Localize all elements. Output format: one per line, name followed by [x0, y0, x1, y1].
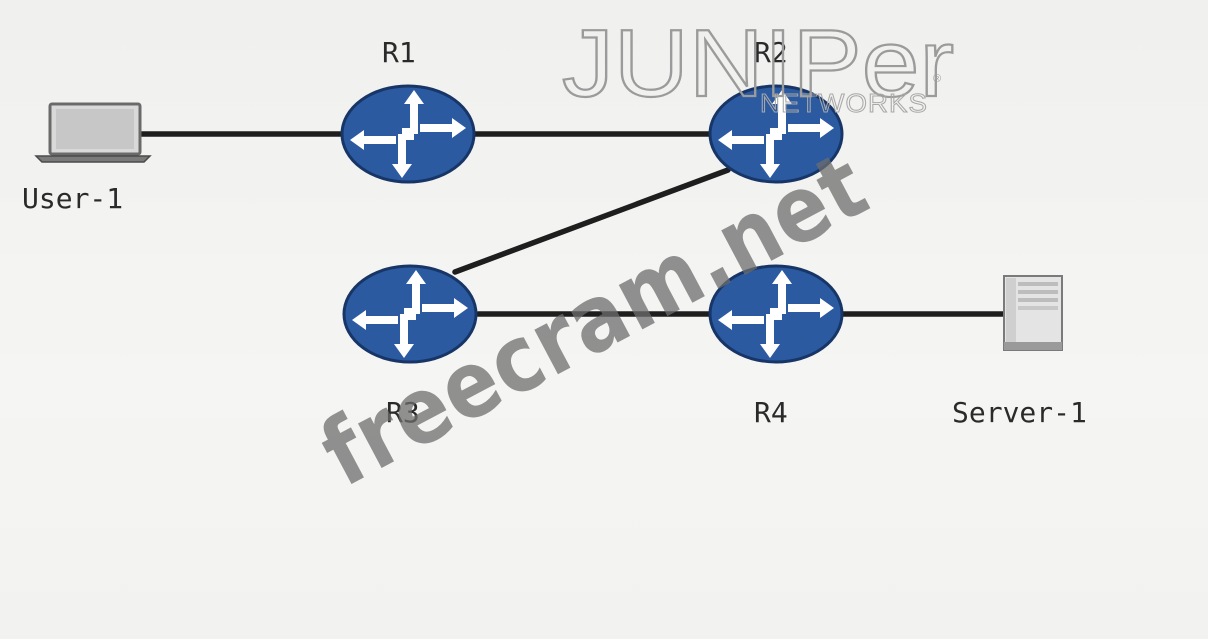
server-icon: [1003, 275, 1063, 351]
juniper-logo: JUNIPer NETWORKS ®: [561, 9, 955, 119]
routers: [340, 84, 844, 364]
links: [139, 131, 1009, 317]
node-label-r4: R4: [754, 396, 788, 429]
node-label-r2: R2: [754, 36, 788, 69]
node-label-server1: Server-1: [952, 396, 1087, 429]
router-icon-r1: [340, 84, 476, 184]
node-label-user1: User-1: [22, 182, 123, 215]
router-icon-r2: [708, 84, 844, 184]
router-icon-r4: [708, 264, 844, 364]
logo-subtitle: NETWORKS: [760, 88, 928, 118]
node-label-r1: R1: [382, 36, 416, 69]
logo-registered-mark: ®: [933, 73, 941, 85]
laptop-icon: [34, 102, 152, 163]
router-icon-r3: [342, 264, 478, 364]
node-label-r3: R3: [386, 396, 420, 429]
link-r2-r3: [452, 167, 731, 275]
logo-wordmark: JUNIPer: [562, 10, 954, 117]
